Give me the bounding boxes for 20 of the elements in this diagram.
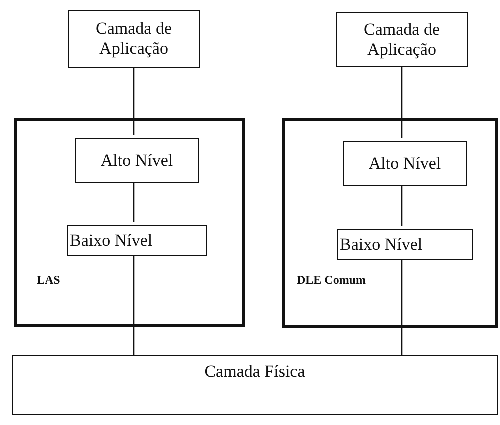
layer-box: [12, 355, 498, 415]
layer-label: Baixo Nível: [70, 230, 153, 250]
layer-label: Camada Física: [204, 362, 306, 382]
layer-label: Alto Nível: [368, 154, 442, 174]
group-label: LAS: [37, 273, 60, 288]
layer-label: Baixo Nível: [340, 234, 423, 254]
group-box: [14, 118, 245, 327]
group-label: DLE Comum: [297, 273, 366, 288]
layer-box: [68, 10, 200, 68]
group-box: [282, 118, 498, 328]
connector-line: [401, 67, 403, 138]
connector-line: [133, 68, 135, 135]
layer-label: Alto Nível: [100, 150, 174, 170]
layer-label: Camada de Aplicação: [363, 20, 441, 60]
layer-label: Camada de Aplicação: [95, 19, 173, 59]
layer-box: [337, 229, 473, 260]
layer-box: [75, 138, 199, 183]
layer-box: [67, 225, 207, 256]
layer-box: [336, 12, 468, 67]
layer-box: [343, 141, 467, 186]
